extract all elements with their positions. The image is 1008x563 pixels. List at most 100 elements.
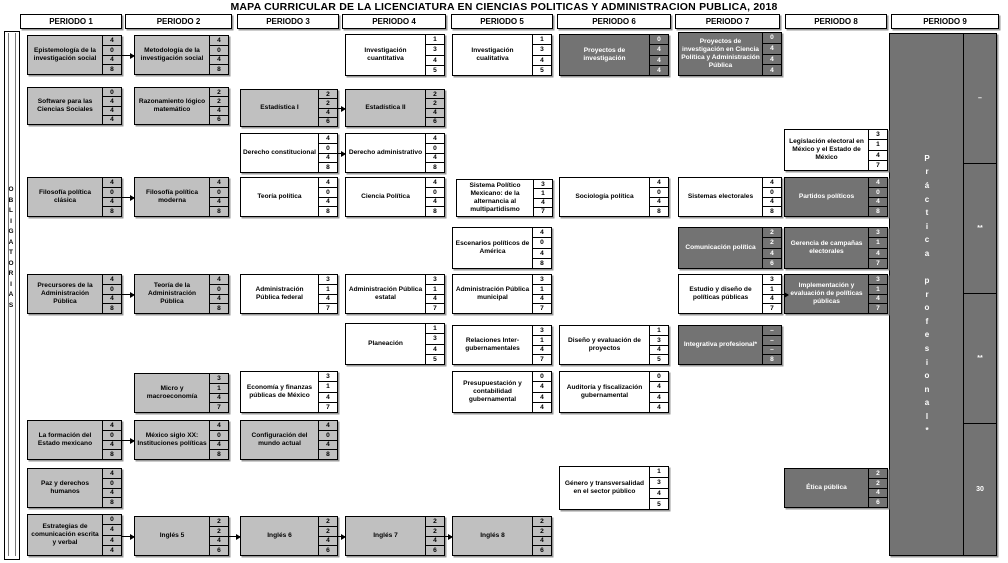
credit-cell: 0 [426, 188, 444, 198]
credit-cell: 4 [319, 393, 337, 403]
credit-cell: 4 [426, 295, 444, 305]
course-card[interactable]: Sistema Político Mexicano: de la alterna… [456, 179, 553, 217]
credit-cell: 3 [426, 334, 444, 345]
course-card[interactable]: Implementación y evaluación de políticas… [784, 274, 888, 314]
period-header-1: PERIODO 1 [20, 14, 122, 29]
credit-cell: 4 [210, 275, 228, 285]
course-card[interactable]: Epistemología de la investigación social… [27, 35, 122, 75]
course-card[interactable]: Presupuestación y contabilidad gubername… [452, 371, 552, 413]
credit-cell: 1 [426, 285, 444, 295]
credit-cell: 4 [319, 109, 337, 118]
credit-cell: 0 [319, 188, 337, 198]
course-name: Metodología de la investigación social [140, 47, 204, 62]
course-name: Investigación cuantitativa [364, 47, 407, 62]
credit-cell: 8 [217, 305, 221, 313]
credit-cell: 6 [433, 118, 437, 126]
credit-cell: 4 [869, 178, 887, 188]
credit-cell: 3 [869, 275, 887, 285]
credit-cell: 2 [319, 99, 337, 109]
course-card[interactable]: Género y transversalidad en el sector pú… [559, 466, 669, 510]
period-header-7: PERIODO 7 [675, 14, 780, 29]
prerequisite-arrow [122, 437, 135, 444]
course-card[interactable]: México siglo XX: Instituciones políticas… [134, 420, 229, 460]
credit-cell: – [763, 326, 781, 336]
prerequisite-arrow [122, 533, 135, 540]
credit-cell: 4 [110, 116, 114, 124]
course-card[interactable]: Proyectos de investigación en Ciencia Po… [678, 32, 782, 76]
credit-cell: 8 [326, 451, 330, 459]
credit-cell: 4 [650, 382, 668, 393]
prerequisite-arrow [122, 291, 135, 298]
course-name: Teoría de la Administración Pública [148, 282, 196, 305]
credit-cell: 4 [426, 345, 444, 355]
credit-cell: 1 [650, 467, 668, 478]
credit-cell: 4 [103, 489, 121, 499]
credit-cell: 1 [869, 140, 887, 151]
credit-cell: 0 [103, 479, 121, 489]
credit-cell: 2 [426, 527, 444, 537]
credit-cell: 3 [426, 275, 444, 285]
course-card[interactable]: Integrativa profesional*–––8 [678, 325, 782, 365]
credit-cell: 4 [534, 199, 552, 208]
credit-cell: 4 [210, 295, 228, 305]
course-card[interactable]: Estrategias de comunicación escrita y ve… [27, 514, 122, 556]
course-name: Configuración del mundo actual [251, 432, 308, 447]
course-card[interactable]: Precursores de la Administración Pública… [27, 274, 122, 314]
credit-cell: 4 [533, 393, 551, 403]
credit-cell: 3 [426, 45, 444, 56]
credit-cell: 4 [210, 421, 228, 431]
course-name: Estrategias de comunicación escrita y ve… [31, 523, 99, 546]
credit-cell: 8 [110, 305, 114, 313]
course-name: Micro y macroeconomía [146, 385, 198, 400]
credit-cell: 5 [433, 66, 437, 74]
prerequisite-arrow [338, 150, 346, 157]
credit-cell: 4 [210, 107, 228, 116]
practica-credit-cell: ** [964, 164, 996, 294]
course-card[interactable]: Legislación electoral en México y el Est… [784, 129, 888, 171]
